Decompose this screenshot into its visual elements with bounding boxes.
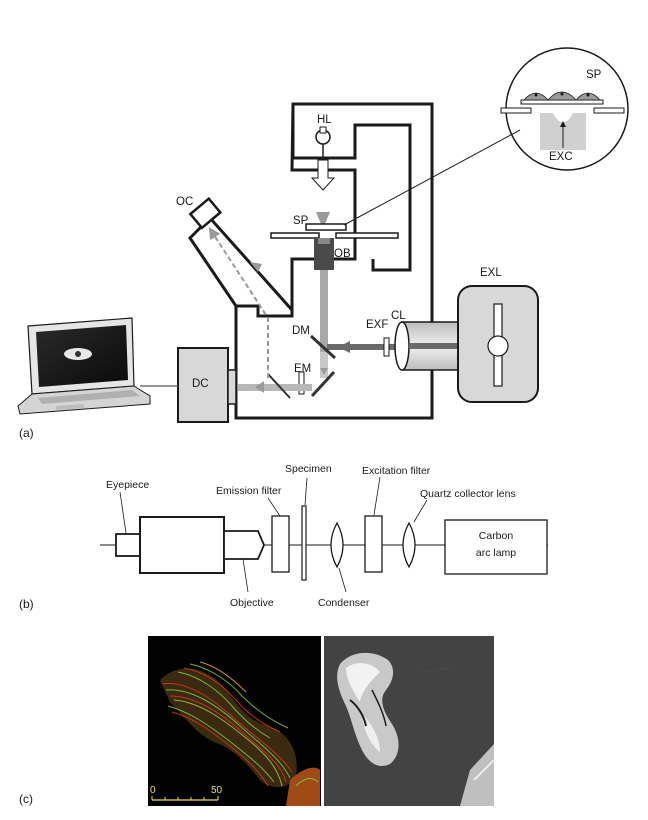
label-cl: CL — [391, 310, 406, 322]
panel-a: HL SP OB OC DM EM EXF CL EXL DC SP EXC (… — [17, 47, 629, 440]
label-ob: OB — [334, 248, 351, 260]
ocular-light-path — [208, 226, 269, 378]
excitation-filter-b — [364, 515, 383, 573]
camera-splitter — [267, 373, 291, 399]
quartz-collector-lens — [402, 521, 416, 569]
label-condenser: Condenser — [318, 597, 370, 609]
panel-c: 0 50 (c) — [19, 636, 495, 806]
fluorescence-micrograph: 0 50 — [148, 636, 321, 806]
label-inset-sp: SP — [586, 69, 602, 81]
leader-condenser — [338, 567, 347, 593]
leader-quartz — [413, 499, 428, 523]
leader-objective — [242, 558, 249, 593]
inset-content — [500, 91, 625, 150]
label-dc: DC — [192, 378, 209, 390]
microscope-tube — [139, 516, 225, 574]
label-lamp-line2: arc lamp — [476, 547, 516, 559]
excitation-arrow — [338, 341, 350, 353]
scale-ticks — [151, 796, 219, 800]
arc-lamp-icon — [487, 303, 509, 387]
objective-lens — [314, 238, 334, 270]
label-emission-filter: Emission filter — [216, 485, 282, 497]
stage-right — [335, 232, 399, 239]
ocular-arrow — [250, 262, 262, 272]
label-sp: SP — [293, 215, 309, 227]
eyepiece-arm — [188, 215, 294, 311]
label-em: EM — [294, 363, 311, 375]
label-quartz-lens: Quartz collector lens — [420, 488, 516, 500]
panel-b-label: (b) — [19, 597, 34, 611]
camera-beam — [238, 384, 312, 391]
stage-left — [270, 232, 320, 239]
label-objective: Objective — [230, 597, 274, 609]
label-hl: HL — [317, 114, 332, 126]
vertical-beam — [320, 270, 328, 352]
dichroic-mirror — [309, 334, 337, 360]
eyepiece-shape — [115, 533, 141, 557]
label-lamp-line1: Carbon — [479, 530, 514, 542]
leader-emission — [267, 497, 281, 517]
inset-leader-line — [343, 129, 521, 226]
halogen-light-arrow — [310, 159, 336, 191]
panel-c-label: (c) — [19, 792, 33, 806]
leader-excitation — [373, 476, 381, 516]
leader-specimen — [304, 477, 308, 506]
label-eyepiece: Eyepiece — [106, 479, 149, 491]
camera-beam-arrow — [255, 381, 264, 393]
panel-a-label: (a) — [19, 426, 34, 440]
vertical-beam-lower — [320, 352, 328, 378]
condenser-lens — [330, 521, 344, 569]
excitation-filter-a — [383, 337, 390, 357]
label-specimen: Specimen — [285, 463, 332, 475]
grayscale-micrograph — [324, 636, 495, 806]
halogen-housing — [291, 104, 412, 272]
condenser-cone — [316, 212, 330, 224]
label-excitation-filter: Excitation filter — [362, 465, 431, 477]
label-inset-exc: EXC — [549, 151, 573, 163]
carbon-arc-lamp-box — [444, 519, 548, 575]
specimen-slide — [305, 223, 347, 231]
emission-filter-a — [298, 371, 305, 395]
label-oc: OC — [176, 196, 193, 208]
specimen-slide-b — [301, 505, 307, 581]
lower-mirror — [310, 370, 336, 398]
scale-start: 0 — [150, 785, 156, 796]
panel-b: Eyepiece Emission filter Specimen Excita… — [19, 463, 548, 611]
emission-filter-b — [271, 515, 290, 573]
objective-shape — [223, 530, 265, 560]
label-dm: DM — [292, 325, 310, 337]
objective-collar — [318, 238, 330, 244]
laptop-icon — [17, 317, 151, 415]
scale-end: 50 — [211, 785, 223, 796]
label-exl: EXL — [480, 267, 502, 279]
label-exf: EXF — [366, 319, 388, 331]
halogen-lamp-icon — [315, 126, 331, 160]
lamp-beam — [409, 343, 499, 349]
camera-port — [227, 369, 237, 405]
ocular-tube — [188, 196, 223, 230]
leader-eyepiece — [119, 491, 127, 534]
beam-arrow-down — [320, 368, 328, 375]
microscope-body-outline — [234, 102, 434, 420]
